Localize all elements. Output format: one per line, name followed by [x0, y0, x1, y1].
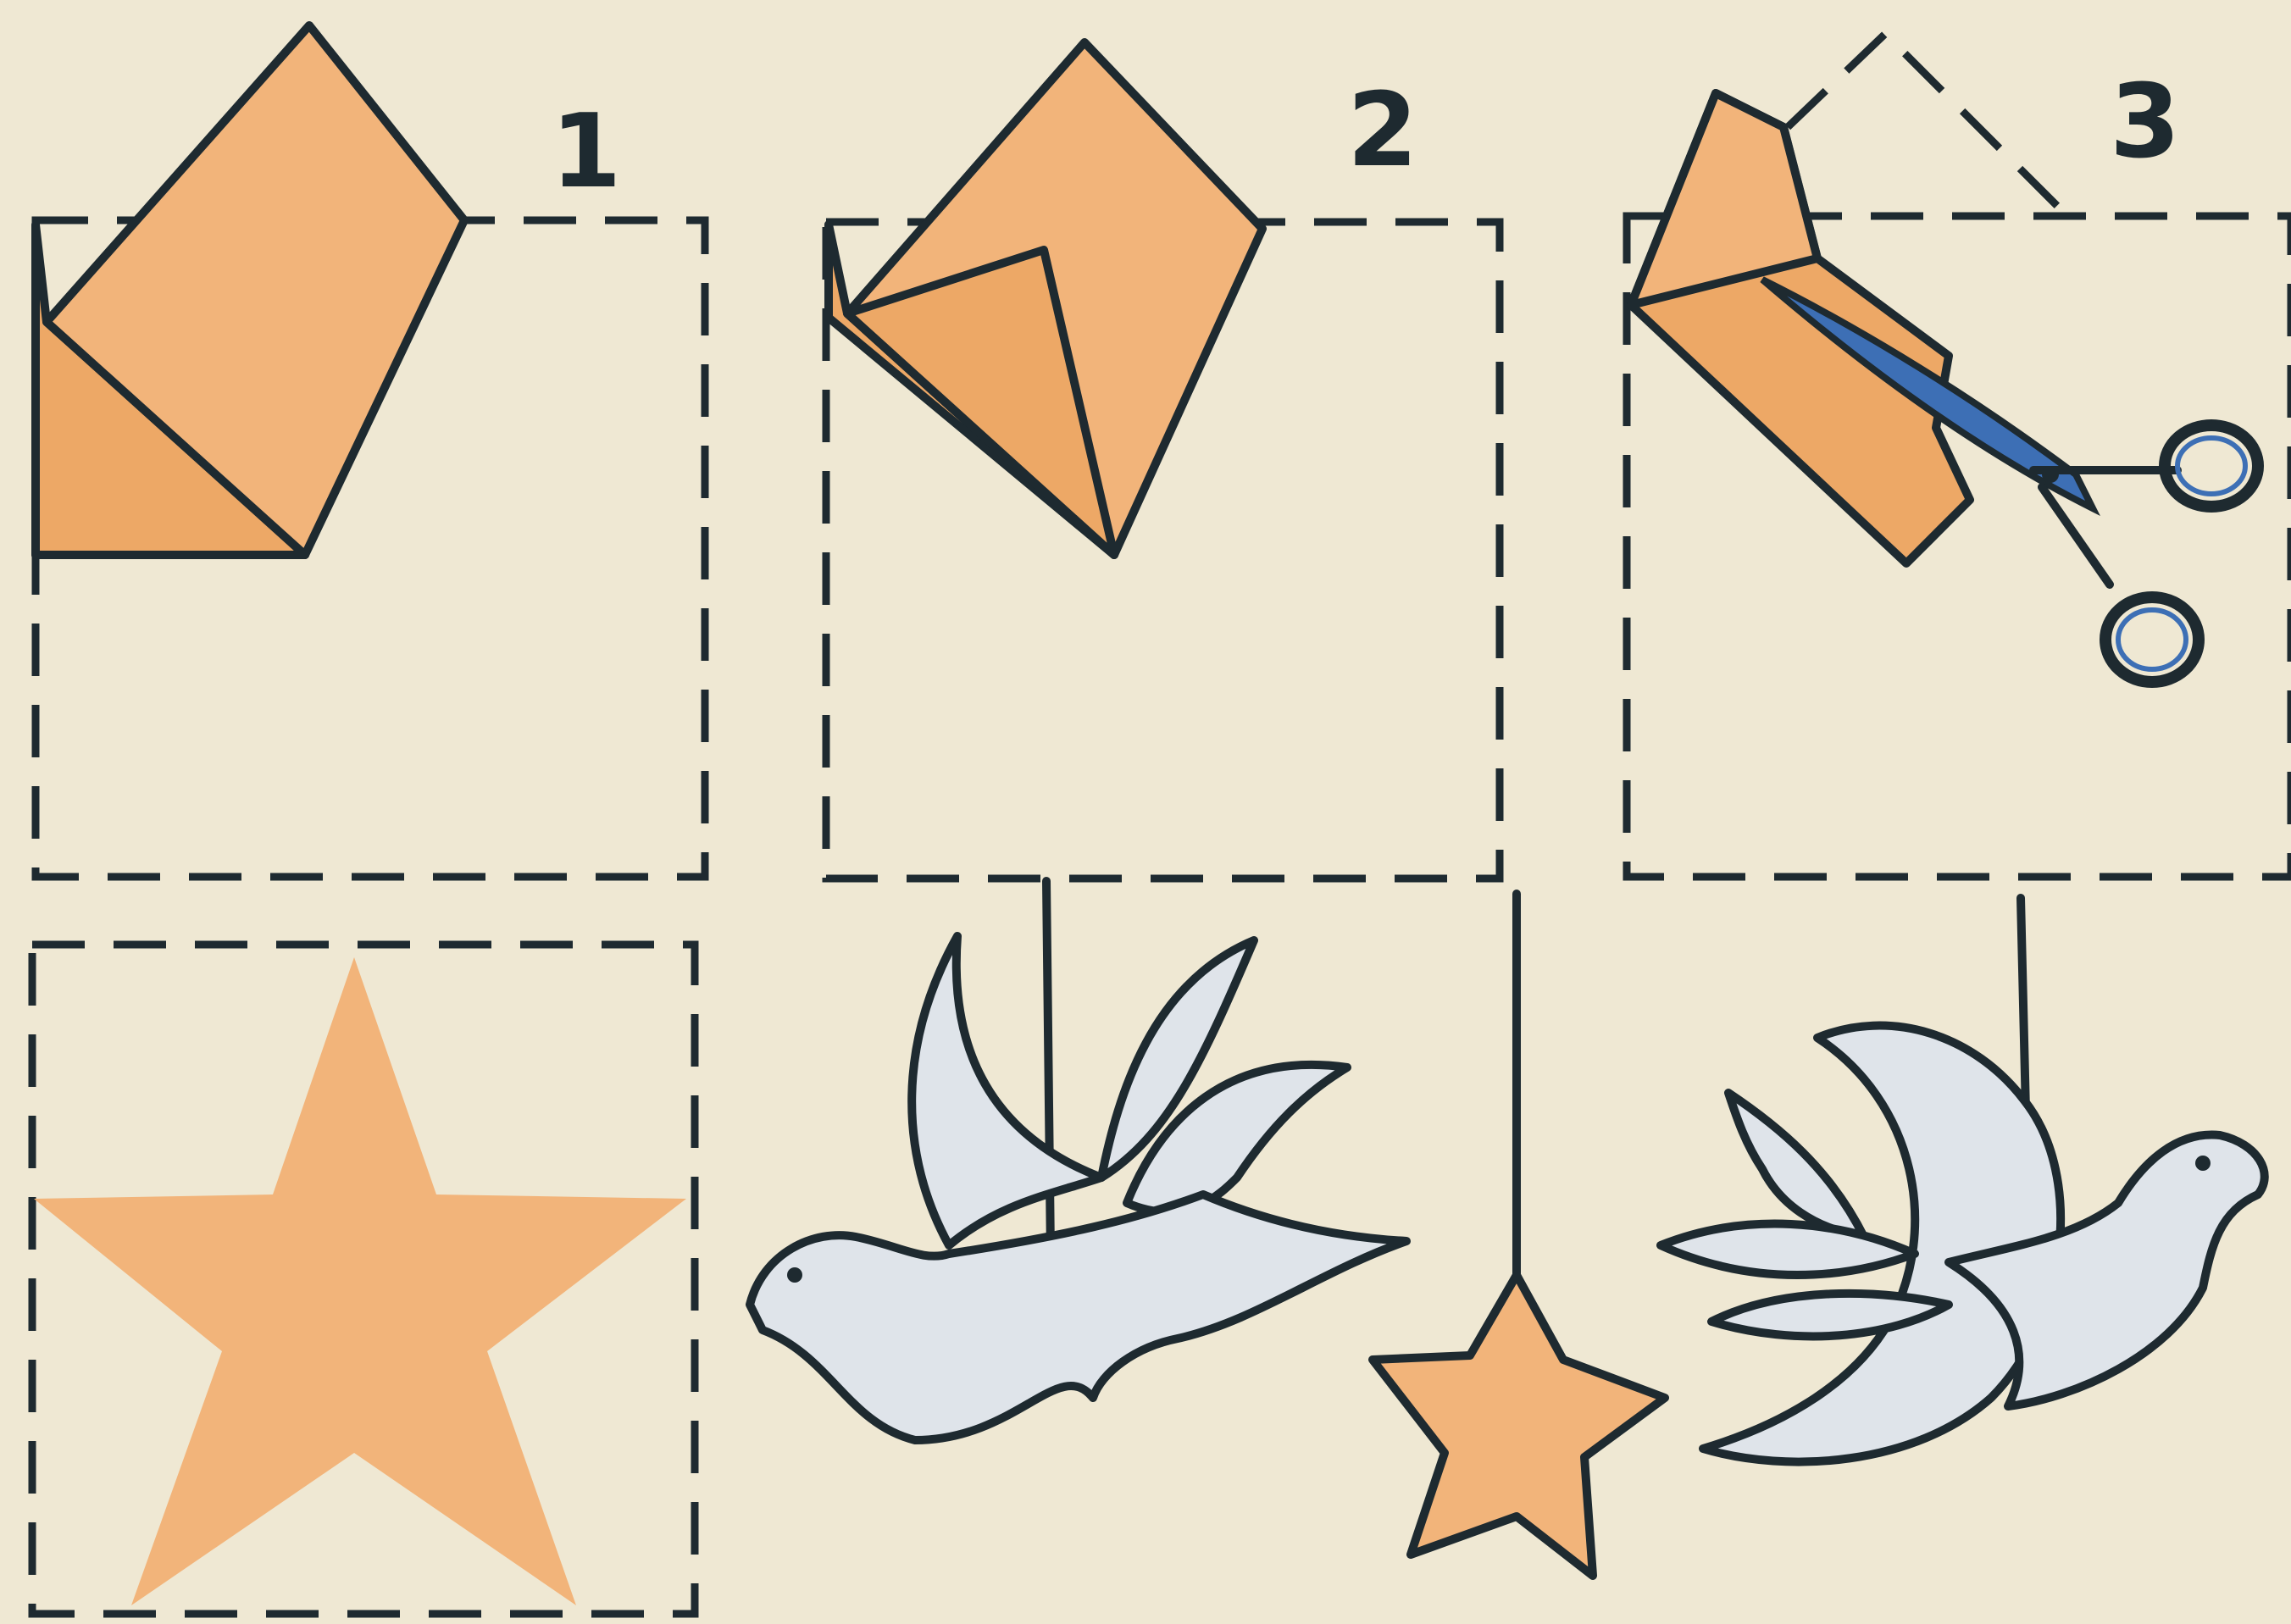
hanging-star-icon	[1373, 1275, 1665, 1576]
step-number-2: 2	[1347, 80, 1418, 182]
star-panel	[32, 945, 695, 1614]
star-icon	[34, 957, 686, 1605]
bird-right-icon	[1661, 1026, 2265, 1462]
step-3-folded-paper	[1631, 93, 1970, 563]
step-number-3: 3	[2110, 72, 2181, 174]
step-3-panel	[1627, 34, 2291, 877]
bird-icon	[750, 936, 1406, 1440]
step-number-1: 1	[551, 102, 622, 203]
